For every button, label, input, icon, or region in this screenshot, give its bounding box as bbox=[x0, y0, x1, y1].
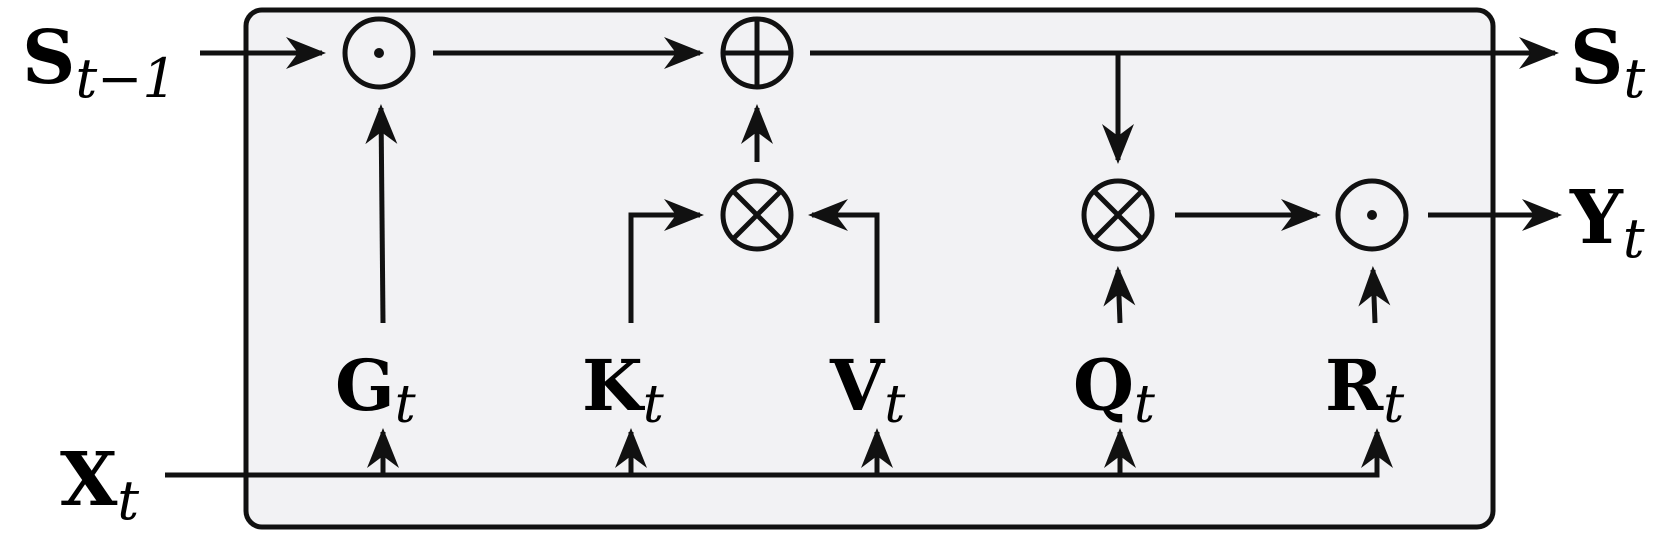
input-label: Xt bbox=[60, 437, 139, 532]
value-arrow bbox=[808, 199, 880, 323]
key-arrow bbox=[628, 199, 704, 323]
value-projection-label: Vt bbox=[829, 344, 905, 435]
cell-box bbox=[243, 7, 1496, 530]
key-projection-label: Kt bbox=[582, 344, 664, 435]
query-arrow bbox=[1103, 266, 1136, 324]
output-gate-arrow bbox=[1358, 266, 1391, 324]
q-product-node bbox=[1081, 178, 1155, 252]
state-output-label: St bbox=[1570, 15, 1645, 110]
prev-state-label: St−1 bbox=[22, 15, 177, 110]
output-gate-node bbox=[1335, 178, 1409, 252]
query-projection-label: Qt bbox=[1073, 344, 1155, 435]
output-label: Yt bbox=[1569, 175, 1645, 270]
input-bus bbox=[165, 428, 1393, 478]
kv-outer-node bbox=[720, 178, 794, 252]
output-gate-projection-label: Rt bbox=[1325, 344, 1404, 435]
gate-arrow bbox=[365, 104, 398, 324]
gate-projection-label: Gt bbox=[335, 344, 416, 435]
gate-product-node bbox=[342, 16, 416, 90]
state-add-node bbox=[720, 16, 794, 90]
